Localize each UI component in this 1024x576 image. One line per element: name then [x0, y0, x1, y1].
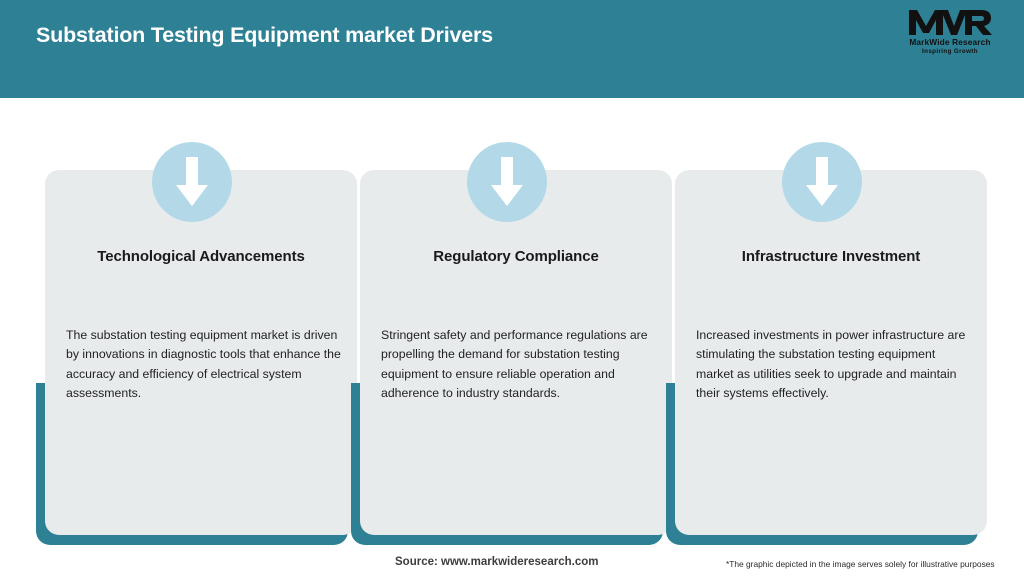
card-panel [45, 170, 357, 535]
card-description: The substation testing equipment market … [66, 328, 341, 401]
disclaimer-label: *The graphic depicted in the image serve… [726, 559, 995, 569]
down-arrow-icon [152, 142, 232, 222]
logo-tagline: Inspiring Growth [922, 48, 978, 55]
driver-card-1[interactable]: Technological Advancements The substatio… [36, 98, 357, 548]
card-description: Increased investments in power infrastru… [696, 328, 966, 401]
card-description: Stringent safety and performance regulat… [381, 328, 648, 401]
brand-logo: MarkWide Research Inspiring Growth [894, 8, 1006, 60]
card-title: Technological Advancements [97, 248, 305, 265]
down-arrow-icon [782, 142, 862, 222]
page-title: Substation Testing Equipment market Driv… [36, 23, 493, 47]
driver-card-2[interactable]: Regulatory Compliance Stringent safety a… [351, 98, 672, 548]
page-header: Substation Testing Equipment market Driv… [0, 0, 1024, 98]
mwr-logo-icon [909, 10, 992, 35]
logo-company-name: MarkWide Research [909, 37, 991, 47]
card-panel [675, 170, 987, 535]
source-label: Source: www.markwideresearch.com [395, 556, 599, 568]
drivers-card-group: Technological Advancements The substatio… [0, 98, 1024, 548]
card-title: Infrastructure Investment [741, 248, 921, 265]
card-title: Regulatory Compliance [433, 248, 599, 265]
driver-card-3[interactable]: Infrastructure Investment Increased inve… [666, 98, 987, 548]
down-arrow-icon [467, 142, 547, 222]
card-panel [360, 170, 672, 535]
